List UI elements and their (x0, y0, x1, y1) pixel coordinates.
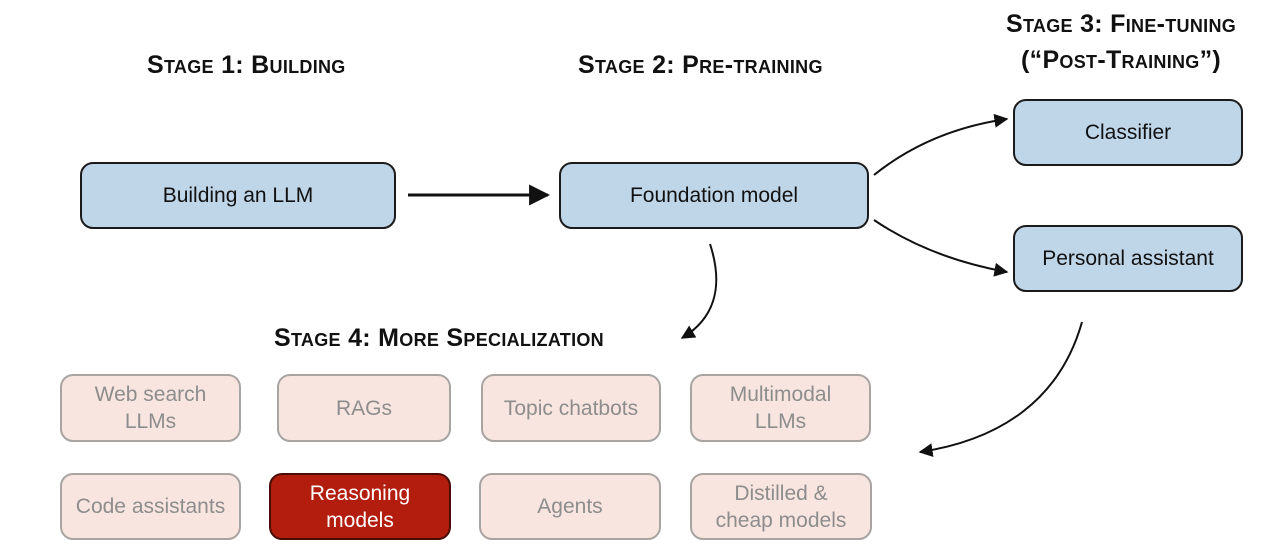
topic-chatbots-box: Topic chatbots (481, 374, 661, 442)
building-llm-box: Building an LLM (80, 162, 396, 229)
box-label-line: Distilled & (734, 481, 828, 505)
box-label-line: cheap models (715, 508, 847, 532)
classifier-box: Classifier (1013, 99, 1243, 166)
code-assistants-box: Code assistants (60, 473, 241, 540)
box-label-line: Reasoning (309, 481, 411, 505)
stage-3-title-line: Stage 3: Fine-tuning (1006, 10, 1237, 38)
stage-4-title: Stage 4: More Specialization (274, 324, 604, 352)
stage-3-title: Stage 3: Fine-tuning (“Post-Training”) (1006, 9, 1236, 75)
stage-2-title: Stage 2: Pre-training (578, 51, 823, 79)
box-label-line: LLMs (754, 410, 807, 433)
box-label-line: Web search (94, 383, 207, 406)
box-label-line: Multimodal (729, 383, 832, 406)
stage-3-subtitle: (“Post-Training”) (1021, 46, 1222, 74)
web-search-llms-box: Web search LLMs (60, 374, 241, 442)
reasoning-models-box: Reasoning models (269, 473, 451, 540)
agents-box: Agents (479, 473, 661, 540)
box-label-line: models (326, 508, 394, 532)
foundation-model-box: Foundation model (559, 162, 869, 229)
arrow-foundation-to-assistant (873, 219, 1009, 277)
distilled-cheap-models-box: Distilled & cheap models (690, 473, 872, 540)
arrow-foundation-to-stage4 (680, 243, 718, 339)
personal-assistant-box: Personal assistant (1013, 225, 1243, 292)
stage-1-title: Stage 1: Building (147, 51, 346, 79)
multimodal-llms-box: Multimodal LLMs (690, 374, 871, 442)
arrow-foundation-to-classifier (873, 113, 1009, 176)
arrow-assistant-to-specializations (918, 321, 1083, 458)
rags-box: RAGs (277, 374, 451, 442)
box-label-line: LLMs (124, 410, 177, 433)
